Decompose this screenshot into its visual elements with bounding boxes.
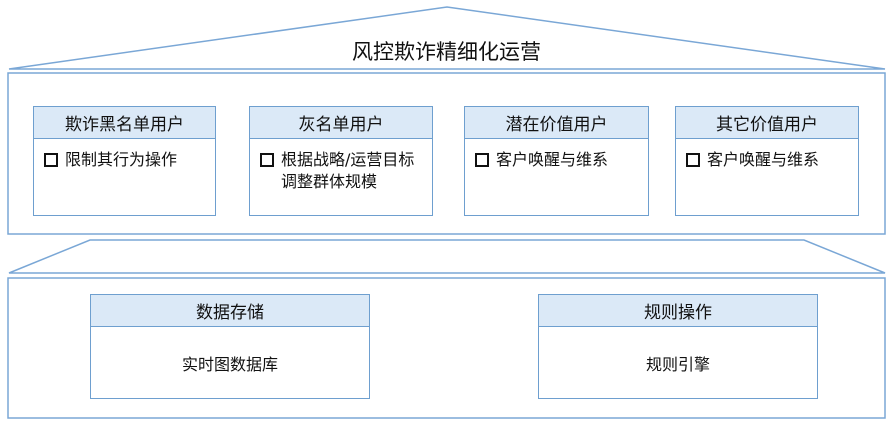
checkbox-icon	[686, 153, 700, 167]
segment-item-text: 客户唤醒与维系	[496, 150, 609, 169]
segment-card-blacklist: 欺诈黑名单用户 限制其行为操作	[33, 106, 216, 216]
foundation-card-rule-operation: 规则操作 规则引擎	[538, 294, 818, 399]
layer-connector	[8, 239, 886, 274]
diagram-title: 风控欺诈精细化运营	[352, 40, 541, 64]
segment-item: 根据战略/运营目标调整群体规模	[250, 139, 432, 193]
segment-item-text: 客户唤醒与维系	[707, 150, 820, 169]
segment-card-greylist: 灰名单用户 根据战略/运营目标调整群体规模	[249, 106, 433, 216]
segment-item-text: 限制其行为操作	[65, 150, 178, 169]
roof-triangle	[8, 6, 886, 70]
foundation-header: 数据存储	[91, 295, 369, 327]
foundation-body: 规则引擎	[645, 355, 710, 374]
foundation-body: 实时图数据库	[181, 355, 278, 374]
segment-item: 客户唤醒与维系	[676, 139, 858, 171]
segment-card-potential-value: 潜在价值用户 客户唤醒与维系	[464, 106, 649, 216]
segment-header: 灰名单用户	[250, 107, 432, 139]
segment-card-other-value: 其它价值用户 客户唤醒与维系	[675, 106, 859, 216]
checkbox-icon	[475, 153, 489, 167]
segment-item-text: 根据战略/运营目标调整群体规模	[281, 150, 415, 191]
segment-header: 其它价值用户	[676, 107, 858, 139]
segment-item: 限制其行为操作	[34, 139, 215, 171]
checkbox-icon	[44, 153, 58, 167]
foundation-card-data-storage: 数据存储 实时图数据库	[90, 294, 370, 399]
segment-item: 客户唤醒与维系	[465, 139, 648, 171]
segment-header: 欺诈黑名单用户	[34, 107, 215, 139]
checkbox-icon	[260, 153, 274, 167]
foundation-header: 规则操作	[539, 295, 817, 327]
segment-header: 潜在价值用户	[465, 107, 648, 139]
